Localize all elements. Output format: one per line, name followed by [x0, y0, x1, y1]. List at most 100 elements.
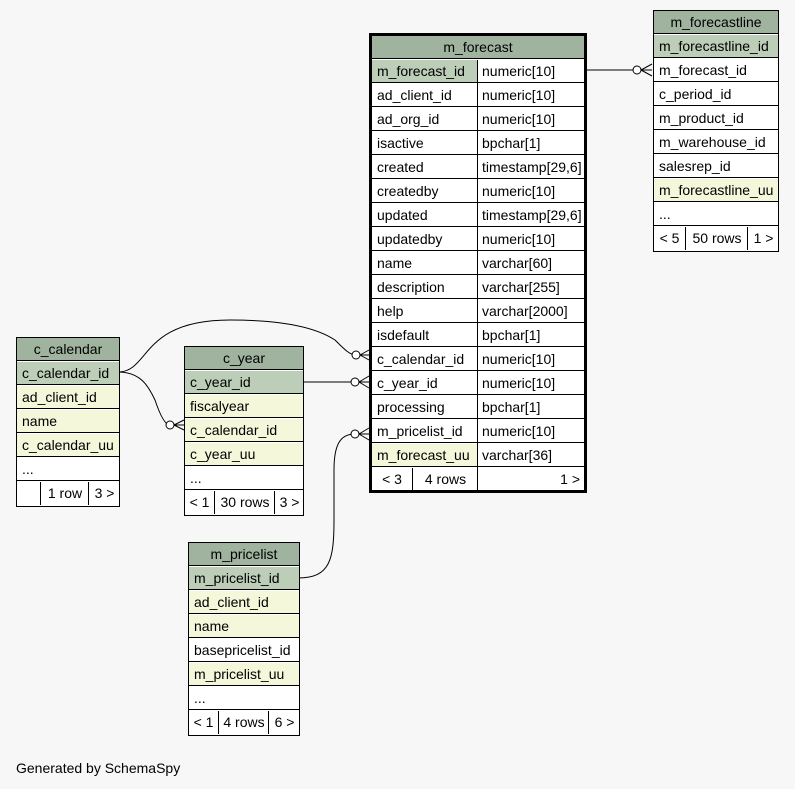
footer-children: 1 >	[477, 468, 584, 491]
footer-parents	[17, 482, 40, 505]
column-name: ad_org_id	[372, 108, 477, 131]
column-divider	[477, 324, 478, 348]
column-name: m_forecast_id	[372, 60, 477, 83]
column-name: isdefault	[372, 324, 477, 347]
column-name: c_period_id	[654, 83, 778, 106]
edge-forecast-pricelist	[297, 433, 356, 579]
table-title: m_forecast	[372, 36, 584, 59]
column-type: varchar[60]	[477, 252, 584, 275]
footer-row-count: 4 rows	[412, 468, 478, 491]
column-name: description	[372, 276, 477, 299]
footer-row-count: 1 row	[40, 482, 89, 505]
column-name: c_year_uu	[185, 443, 303, 466]
column-type: bpchar[1]	[477, 132, 584, 155]
column-divider	[477, 108, 478, 132]
footer-children: 3 >	[88, 482, 120, 505]
table-title: m_forecastline	[654, 11, 778, 34]
column-name: ad_client_id	[17, 386, 119, 409]
column-name: isactive	[372, 132, 477, 155]
column-name: updatedby	[372, 228, 477, 251]
column-name: m_product_id	[654, 107, 778, 130]
column-name: m_pricelist_id	[372, 420, 477, 443]
footer-parents: < 1	[193, 714, 214, 730]
column-type: bpchar[1]	[477, 396, 584, 419]
column-divider	[477, 276, 478, 300]
column-name: fiscalyear	[185, 395, 303, 418]
column-type: numeric[10]	[477, 108, 584, 131]
column-divider	[477, 156, 478, 180]
column-name: c_calendar_id	[185, 419, 303, 442]
column-divider	[477, 60, 478, 84]
column-name: createdby	[372, 180, 477, 203]
column-ellipsis: ...	[189, 687, 299, 710]
column-name: m_forecastline_uu	[654, 179, 778, 202]
column-type: numeric[10]	[477, 228, 584, 251]
column-divider	[477, 204, 478, 228]
footer-parents: < 3	[382, 471, 402, 487]
column-type: numeric[10]	[477, 348, 584, 371]
footer-row-count: 30 rows	[214, 491, 275, 514]
column-divider	[477, 84, 478, 108]
column-name: ad_client_id	[372, 84, 477, 107]
column-name: name	[17, 410, 119, 433]
column-ellipsis: ...	[17, 458, 119, 481]
column-name: m_warehouse_id	[654, 131, 778, 154]
column-divider	[477, 420, 478, 444]
column-name: m_forecast_id	[654, 59, 778, 82]
column-divider	[477, 444, 478, 468]
column-type: numeric[10]	[477, 372, 584, 395]
edge-marker-year-calendar	[165, 420, 175, 430]
footer-row-count: 50 rows	[685, 227, 748, 250]
column-divider	[477, 300, 478, 324]
column-name: updated	[372, 204, 477, 227]
column-ellipsis: ...	[185, 467, 303, 490]
footer-children: 6 >	[268, 711, 300, 734]
footer-parents: < 5	[659, 230, 680, 246]
column-divider	[477, 180, 478, 204]
table-title: c_calendar	[17, 338, 119, 361]
edge-marker-forecastline	[632, 65, 642, 75]
edge-marker-forecast-pricelist	[350, 429, 360, 439]
column-type: numeric[10]	[477, 84, 584, 107]
column-divider	[477, 396, 478, 420]
column-name: salesrep_id	[654, 155, 778, 178]
column-divider	[477, 372, 478, 396]
column-divider	[477, 348, 478, 372]
generated-by-text: Generated by SchemaSpy	[16, 760, 181, 776]
column-type: varchar[255]	[477, 276, 584, 299]
column-type: numeric[10]	[477, 180, 584, 203]
column-type: varchar[36]	[477, 444, 584, 467]
footer-children: 3 >	[274, 491, 304, 514]
column-type: timestamp[29,6]	[477, 156, 584, 179]
column-name: m_forecast_uu	[372, 444, 477, 467]
column-name: c_calendar_uu	[17, 434, 119, 457]
column-name: basepricelist_id	[189, 639, 299, 662]
column-name: processing	[372, 396, 477, 419]
column-type: timestamp[29,6]	[477, 204, 584, 227]
column-type: bpchar[1]	[477, 324, 584, 347]
edge-year-calendar	[117, 371, 171, 426]
column-ellipsis: ...	[654, 203, 778, 226]
edge-marker-forecast-year	[350, 377, 360, 387]
column-name: m_pricelist_uu	[189, 663, 299, 686]
column-name: name	[189, 615, 299, 638]
footer-row-count: 4 rows	[218, 711, 269, 734]
edge-forecast-calendar	[117, 319, 357, 373]
column-name: c_year_id	[185, 371, 303, 394]
edge-marker-forecast-calendar	[351, 350, 361, 360]
column-name: c_calendar_id	[372, 348, 477, 371]
column-name: m_pricelist_id	[189, 567, 299, 590]
column-name: help	[372, 300, 477, 323]
footer-parents: < 1	[189, 494, 210, 510]
column-type: varchar[2000]	[477, 300, 584, 323]
